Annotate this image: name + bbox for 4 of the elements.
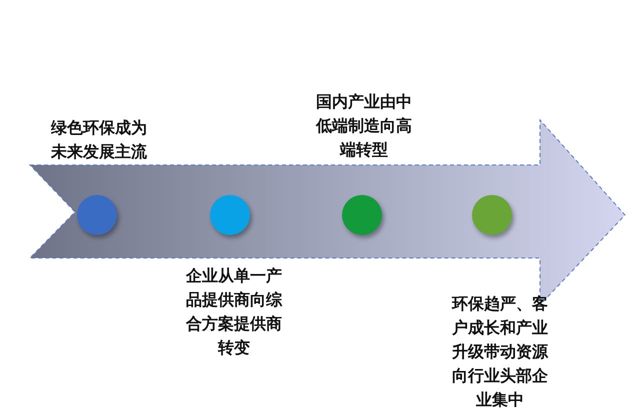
milestone-text: 国内产业由中低端制造向高端转型 — [314, 91, 413, 161]
milestone-text: 企业从单一产品提供商向综合方案提供商转变 — [184, 265, 284, 359]
milestone-text: 环保趋严、客户成长和产业升级带动资源向行业头部企业集中 — [450, 293, 550, 411]
milestone-text: 绿色环保成为未来发展主流 — [50, 117, 148, 163]
